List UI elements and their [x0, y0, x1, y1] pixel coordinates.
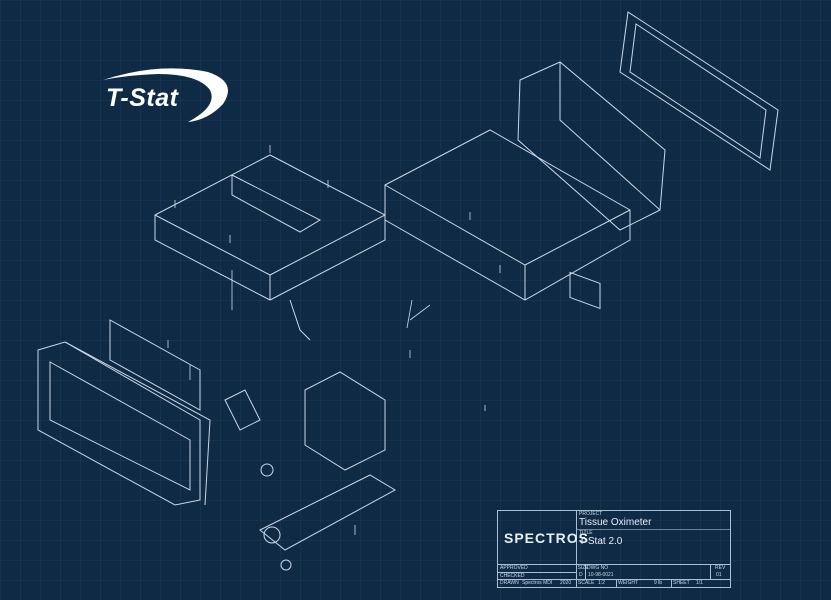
checked-label: CHECKED [500, 572, 525, 579]
weight-label: WEIGHT [618, 580, 638, 586]
size-value: D [579, 572, 583, 578]
dwg-no-label: DWG NO [587, 565, 609, 571]
logo-text: T-Stat [106, 84, 179, 112]
main-pcb [259, 463, 397, 571]
approved-label: APPROVED [500, 565, 528, 571]
sheet-value: 1/1 [696, 580, 703, 586]
bottom-chassis [154, 154, 386, 341]
scale-label: SCALE [578, 580, 595, 586]
spectros-logo: SPECTROS [504, 530, 590, 546]
drawn-by: Spectros MDI [522, 580, 553, 586]
top-chassis [384, 129, 631, 301]
front-bezel [37, 341, 211, 506]
title-block: SPECTROS PROJECT Tissue Oximeter TITLE T… [497, 510, 731, 588]
project-label: PROJECT [579, 511, 603, 517]
rear-bezel-frame [619, 11, 779, 171]
rear-panel [517, 61, 666, 310]
weight-value: 9 lb [654, 580, 663, 586]
drawn-label: DRAWN [500, 580, 519, 586]
dwg-no-value: 10-98-0021 [588, 572, 614, 578]
sensor-bracket [224, 371, 386, 471]
project-value: Tissue Oximeter [579, 517, 652, 528]
display-pcb [109, 319, 201, 411]
title-value: T-Stat 2.0 [579, 536, 623, 547]
scale-value: 1:2 [598, 580, 605, 586]
size-label: SIZE [577, 565, 589, 571]
sheet-label: SHEET [673, 580, 690, 586]
screws [167, 145, 501, 535]
rev-value: 01 [716, 572, 722, 578]
drawn-year: 2020 [560, 580, 572, 586]
title-label: TITLE [579, 530, 593, 536]
rev-label: REV [715, 565, 726, 571]
